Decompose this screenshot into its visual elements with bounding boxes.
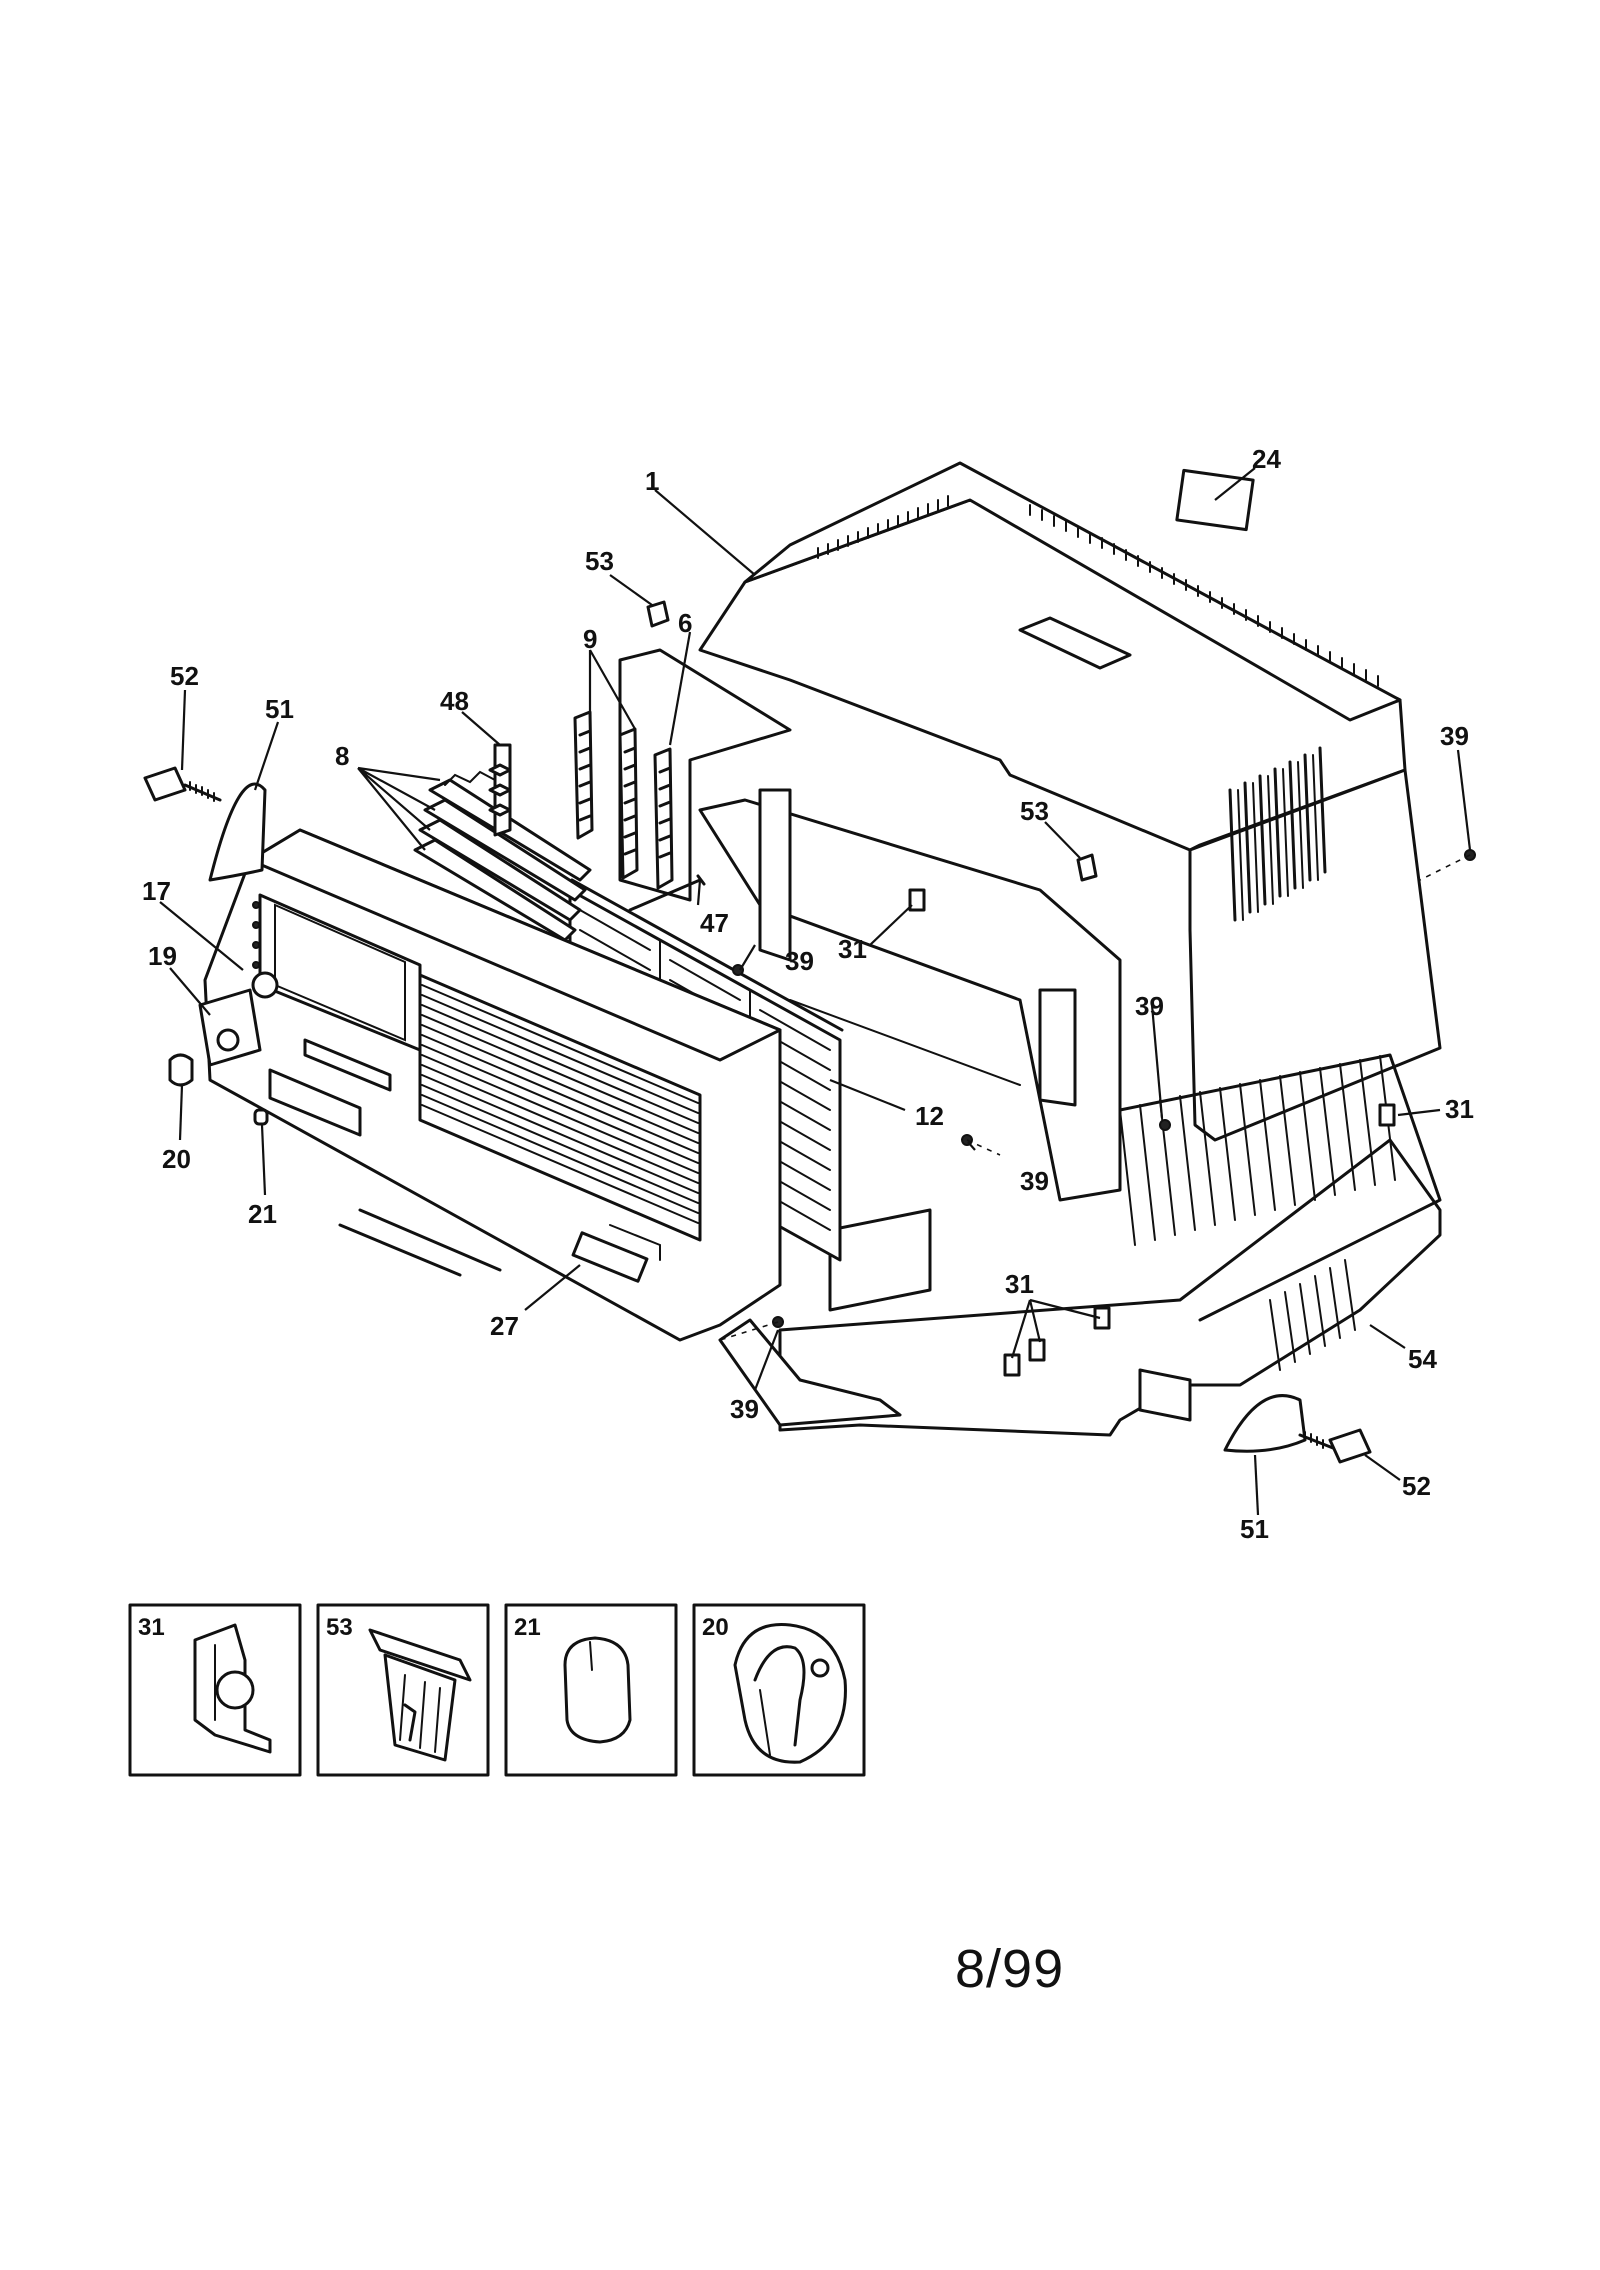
vane-supports	[573, 710, 674, 890]
callout-9: 9	[583, 624, 597, 654]
callout-27: 27	[490, 1311, 519, 1341]
callout-20: 20	[162, 1144, 191, 1174]
callout-31-right: 31	[1445, 1094, 1474, 1124]
cabinet-handle-slot	[1018, 616, 1132, 670]
nameplate	[571, 1231, 649, 1283]
mounting-bracket-right	[1223, 1394, 1307, 1453]
clip-53-mid	[1076, 853, 1098, 882]
cabinet-top	[698, 461, 1442, 1142]
callout-1: 1	[645, 466, 659, 496]
linkage-bar	[488, 743, 512, 837]
detail-box-21-label: 21	[514, 1614, 541, 1641]
callout-6: 6	[678, 608, 692, 638]
clip-53-top	[646, 600, 670, 628]
leader-lines	[159, 467, 1472, 1516]
screw-39-b	[1159, 1119, 1171, 1131]
callout-48: 48	[440, 686, 469, 716]
callout-51-left: 51	[265, 694, 294, 724]
cabinet-vents	[817, 495, 1379, 687]
callout-53-top: 53	[585, 546, 614, 576]
cabinet-side-louvers	[1228, 746, 1327, 922]
callout-8: 8	[335, 741, 349, 771]
detail-box-31-label: 31	[138, 1614, 165, 1641]
front-grille-panel	[203, 828, 782, 1342]
revision-date: 8/99	[955, 1939, 1065, 1999]
bolt-right	[1298, 1428, 1372, 1464]
callout-39-b: 39	[1135, 991, 1164, 1021]
callout-47: 47	[700, 908, 729, 938]
base-pan	[718, 1053, 1442, 1437]
detail-box-20: 20	[692, 1603, 866, 1777]
callout-21: 21	[248, 1199, 277, 1229]
detail-box-21: 21	[504, 1603, 678, 1777]
callout-19: 19	[148, 941, 177, 971]
callout-39-d: 39	[730, 1394, 759, 1424]
callout-39-right: 39	[1440, 721, 1469, 751]
screw-47	[628, 874, 706, 912]
callout-52-right: 52	[1402, 1471, 1431, 1501]
clip-31-right	[1378, 1103, 1396, 1127]
detail-box-53: 53	[316, 1603, 490, 1777]
callout-17: 17	[142, 876, 171, 906]
callout-numbers: 1 24 53 6 9 52 51 48 8 39 53 17 31 47 19…	[142, 444, 1474, 1544]
control-panel	[198, 971, 279, 1067]
callout-53-mid: 53	[1020, 796, 1049, 826]
knob-21	[253, 1108, 269, 1126]
detail-box-53-label: 53	[326, 1614, 353, 1641]
clip-31-bottom-b	[1028, 1338, 1046, 1362]
callout-52-left: 52	[170, 661, 199, 691]
bolt-left	[143, 766, 222, 802]
callout-51-right: 51	[1240, 1514, 1269, 1544]
callout-31-mid: 31	[838, 934, 867, 964]
callout-54: 54	[1408, 1344, 1437, 1374]
callout-12: 12	[915, 1101, 944, 1131]
callout-24: 24	[1252, 444, 1281, 474]
inner-partition	[698, 788, 1122, 1312]
knob-20	[168, 1053, 194, 1087]
detail-box-31: 31	[128, 1603, 302, 1777]
detail-box-20-label: 20	[702, 1614, 729, 1641]
callout-39-a: 39	[785, 946, 814, 976]
clip-31-mid	[908, 888, 926, 912]
mounting-bracket-left	[208, 782, 267, 882]
callout-39-c: 39	[1020, 1166, 1049, 1196]
callout-31-bottom: 31	[1005, 1269, 1034, 1299]
clip-31-bottom-a	[1093, 1306, 1111, 1330]
